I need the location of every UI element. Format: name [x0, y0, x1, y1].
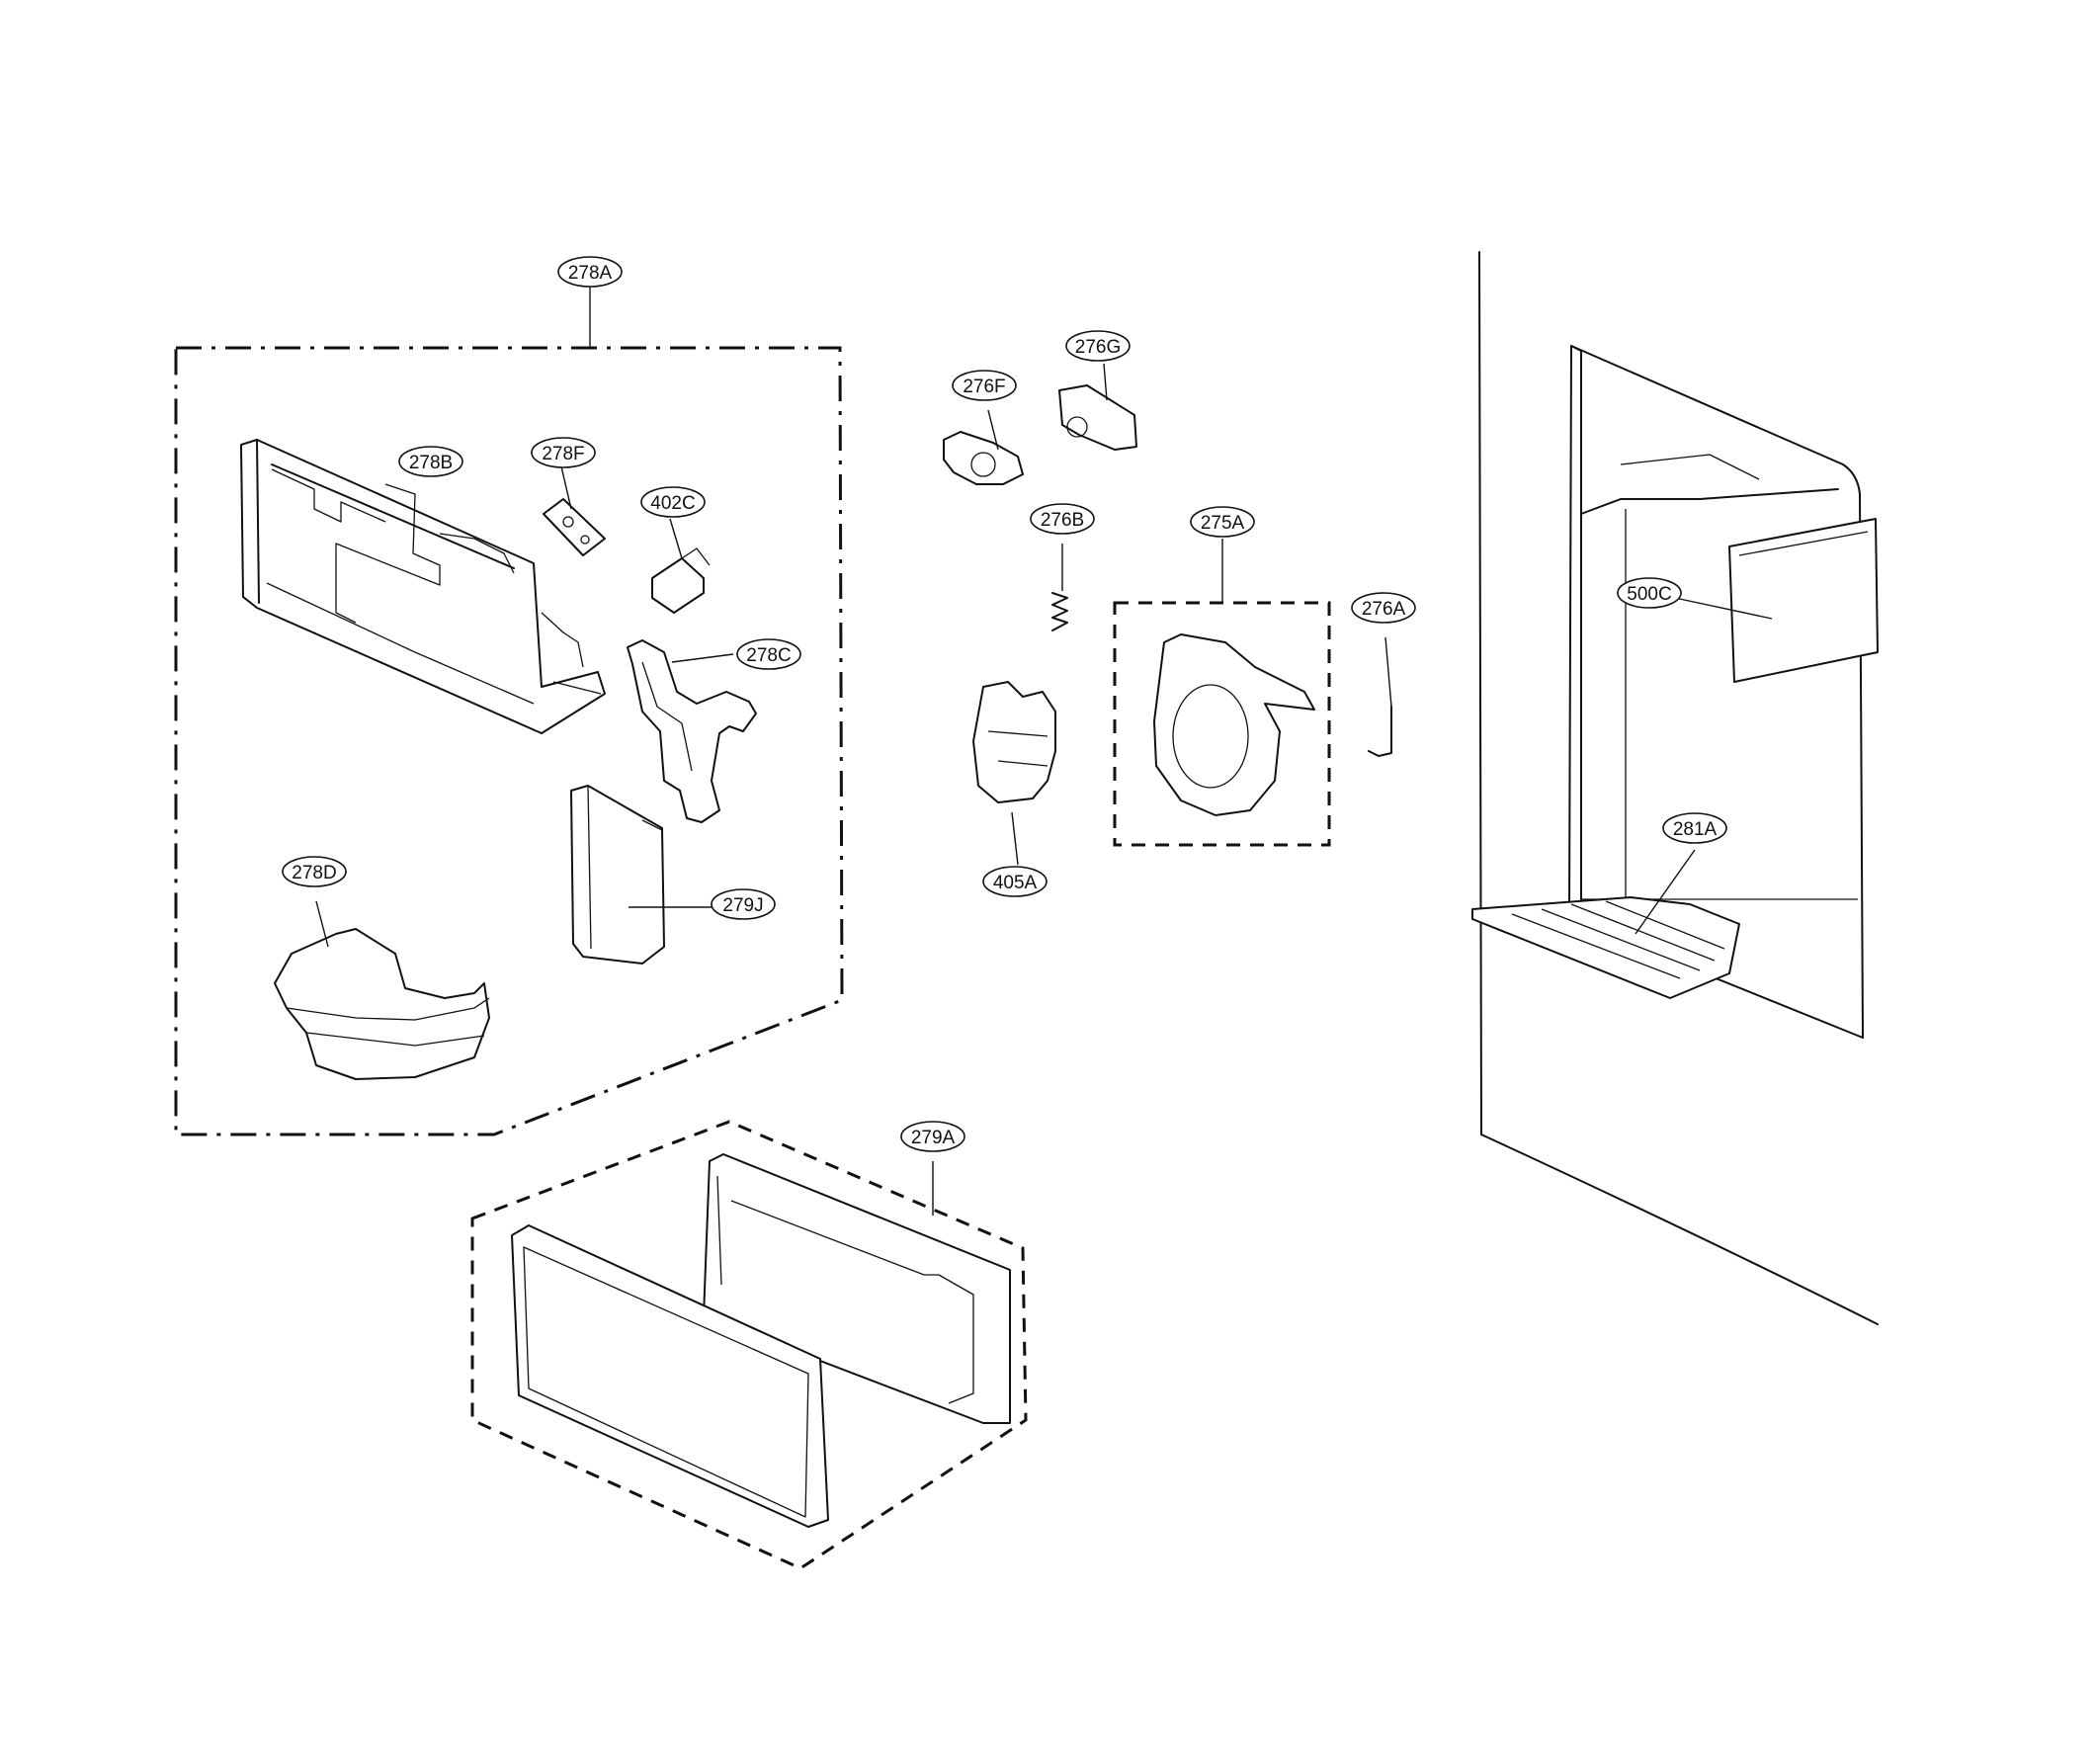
part-500C-panel	[1674, 518, 1879, 683]
callout-279A-label: 279A	[911, 1128, 956, 1148]
callout-278C-label: 278C	[746, 645, 791, 666]
callout-275A-label: 275A	[1201, 513, 1245, 534]
callout-281A: 281A	[1662, 812, 1727, 844]
callout-278D: 278D	[282, 856, 347, 887]
part-278B-housing	[240, 439, 606, 734]
callout-500C: 500C	[1617, 577, 1682, 609]
callout-278A: 278A	[557, 256, 623, 288]
part-278D-chute	[274, 900, 490, 1080]
part-278F-plate	[543, 465, 606, 556]
callout-405A: 405A	[982, 866, 1048, 897]
part-281A-drip-tray	[1471, 849, 1740, 999]
part-276G-bracket	[1058, 363, 1137, 451]
part-279J-paddle	[570, 785, 713, 965]
group-275A-boundary	[1113, 539, 1331, 847]
part-276F-crank	[943, 409, 1024, 485]
part-405A-motor	[972, 681, 1056, 866]
part-278C-lever	[627, 639, 757, 823]
callout-278C: 278C	[736, 638, 801, 670]
part-276A-pin	[1368, 636, 1392, 757]
group-279A-boundary	[470, 1120, 1028, 1570]
callout-276B: 276B	[1030, 503, 1095, 535]
callout-402C: 402C	[640, 486, 706, 518]
callout-276F-label: 276F	[963, 377, 1005, 397]
callout-275A: 275A	[1190, 506, 1255, 538]
part-275A-flap	[1153, 633, 1315, 816]
callout-281A-label: 281A	[1673, 819, 1718, 840]
callout-402C-label: 402C	[650, 493, 695, 514]
part-402C-switch	[651, 518, 711, 614]
callout-279J: 279J	[711, 888, 776, 920]
callout-276A: 276A	[1351, 592, 1416, 624]
callout-405A-label: 405A	[993, 873, 1038, 893]
callout-276A-label: 276A	[1362, 599, 1406, 620]
callout-278D-label: 278D	[292, 863, 336, 883]
callout-279A: 279A	[900, 1121, 965, 1152]
callout-278F: 278F	[531, 437, 596, 468]
callout-500C-label: 500C	[1627, 584, 1671, 605]
part-276B-spring	[1051, 544, 1068, 631]
callout-276G-label: 276G	[1075, 337, 1121, 358]
callout-278B-label: 278B	[409, 453, 453, 473]
callout-276G: 276G	[1065, 330, 1131, 362]
callout-278B: 278B	[398, 446, 463, 477]
callout-276B-label: 276B	[1041, 510, 1084, 531]
refrigerator-door	[1478, 251, 1879, 1325]
callout-276F: 276F	[952, 370, 1017, 401]
group-278A-boundary	[174, 286, 844, 1136]
callout-278F-label: 278F	[542, 444, 584, 464]
part-279A-display-cover	[511, 1224, 829, 1528]
callout-278A-label: 278A	[568, 263, 613, 284]
callout-279J-label: 279J	[722, 895, 763, 916]
